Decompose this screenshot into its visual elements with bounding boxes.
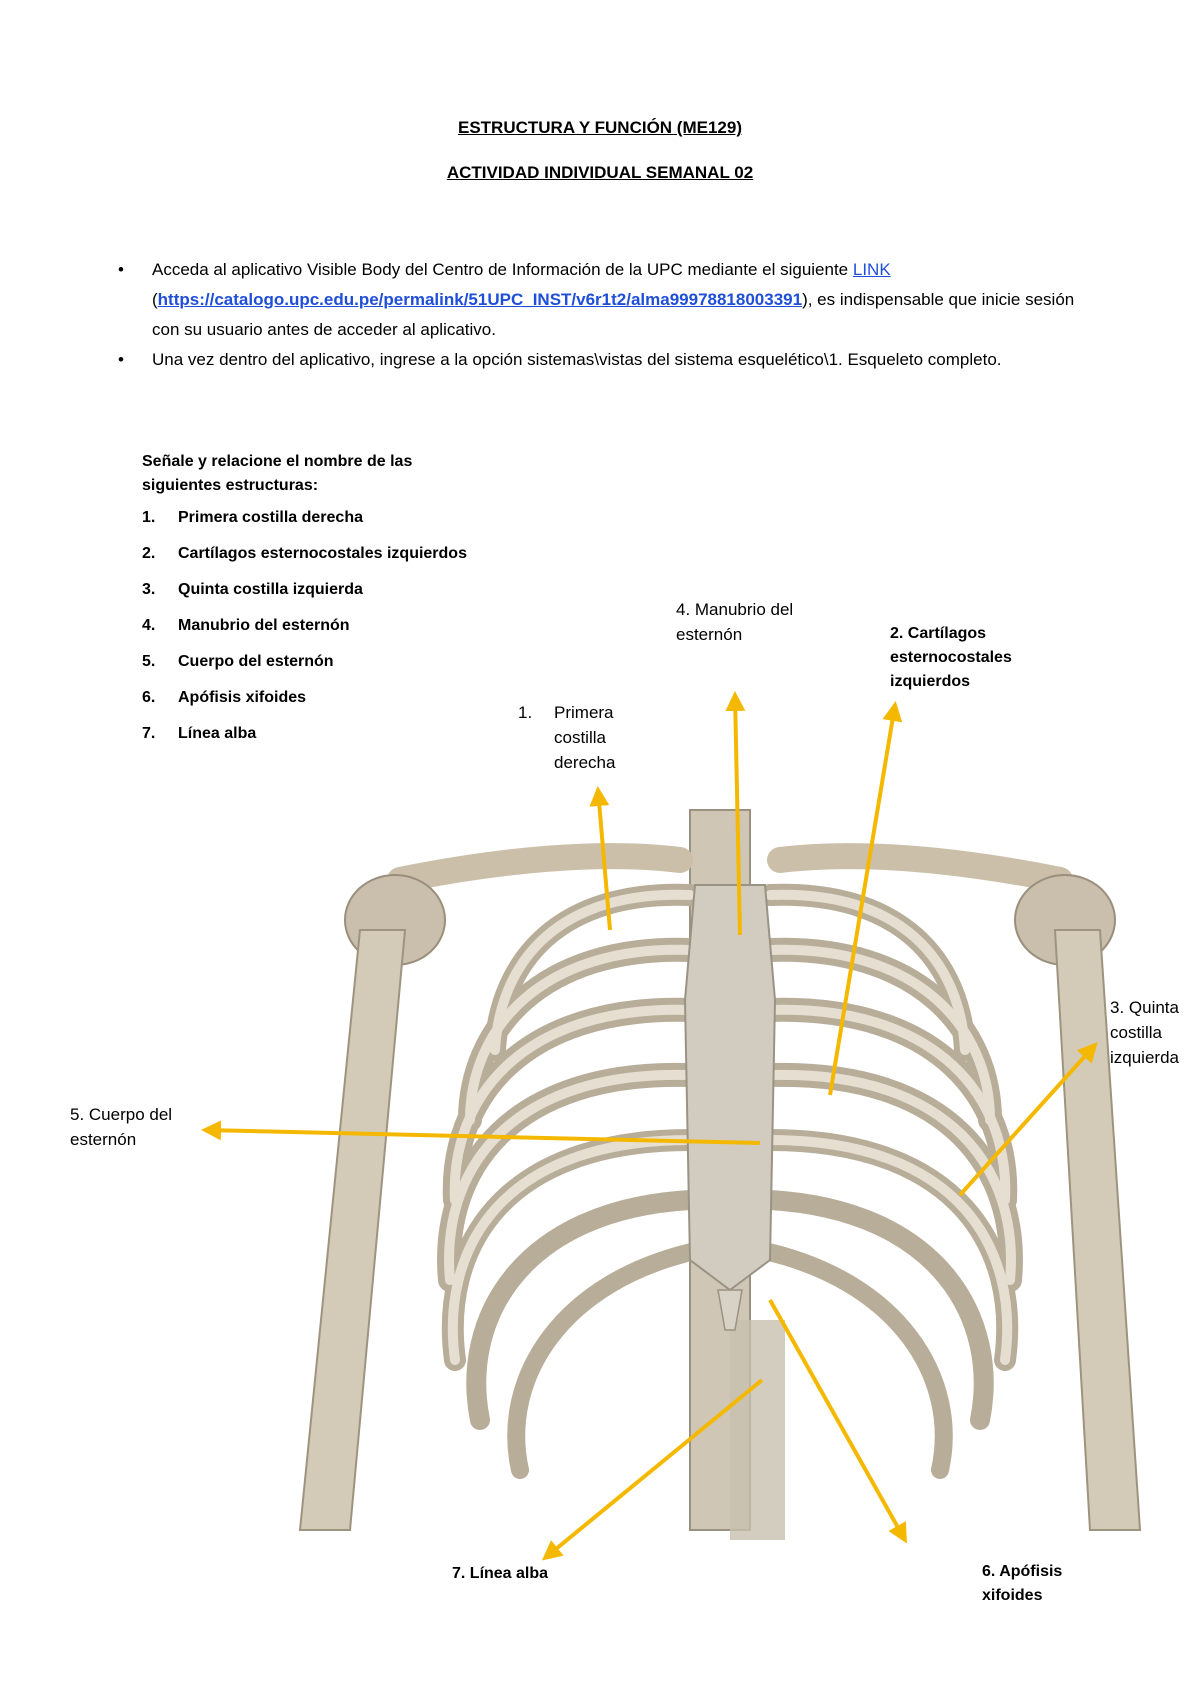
arms (298, 929, 1142, 1531)
link-button[interactable]: LINK (852, 260, 891, 279)
list-item: 4.Manubrio del esternón (142, 617, 350, 634)
instruction-item: • Acceda al aplicativo Visible Body del … (118, 255, 1078, 345)
label-xiphoid: 6. Apófisis xifoides (982, 1563, 1063, 1604)
instruction-text: Una vez dentro del aplicativo, ingrese a… (152, 350, 1002, 369)
instruction-text: Acceda al aplicativo Visible Body del Ce… (152, 260, 853, 279)
arrow-sternum-body (201, 1120, 761, 1145)
instructions-list: • Acceda al aplicativo Visible Body del … (118, 255, 1078, 375)
task-section: Señale y relacione el nombre de las sigu… (142, 450, 472, 758)
instruction-item: • Una vez dentro del aplicativo, ingrese… (118, 345, 1078, 375)
task-intro: Señale y relacione el nombre de las sigu… (142, 453, 413, 494)
activity-title: ACTIVIDAD INDIVIDUAL SEMANAL 02 (446, 163, 754, 182)
arrow-fifth-rib (958, 1042, 1098, 1197)
list-item: 6.Apófisis xifoides (142, 689, 307, 706)
label-fifth-rib: 3. Quinta costilla izquierda (1110, 998, 1179, 1067)
clavicles (387, 843, 1073, 893)
label-linea-alba: 7. Línea alba (452, 1565, 549, 1582)
label-sternum-body: 5. Cuerpo del esternón (70, 1105, 173, 1149)
arrow-costal-cartilage (828, 701, 903, 1096)
label-costal-cartilage: 2. Cartílagos esternocostales izquierdos (890, 625, 1012, 690)
open-paren: ( (152, 290, 158, 309)
list-item: 2.Cartílagos esternocostales izquierdos (142, 545, 467, 562)
instruction-text: ), es indispensable que inicie sesión co… (152, 290, 1075, 339)
bullet-icon: • (118, 260, 124, 279)
list-item: 3.Quinta costilla izquierda (142, 581, 363, 598)
sternum (683, 884, 777, 1331)
bullet-icon: • (118, 350, 124, 369)
list-item: 5.Cuerpo del esternón (142, 653, 334, 670)
label-first-rib: 1.Primera costilla derecha (518, 703, 616, 772)
ribs-highlight (444, 889, 1016, 1365)
structure-list: 1.Primera costilla derecha 2.Cartílagos … (142, 506, 472, 746)
catalog-url-link[interactable]: https://catalogo.upc.edu.pe/permalink/51… (157, 290, 803, 309)
arrow-manubrium (725, 691, 746, 936)
arrow-xiphoid (768, 1299, 907, 1544)
list-item: 1.Primera costilla derecha (142, 509, 363, 526)
annotation-arrows (201, 691, 1098, 1561)
list-item: 7.Línea alba (142, 725, 257, 742)
arrow-first-rib (589, 786, 612, 931)
arrow-linea-alba (541, 1378, 764, 1561)
label-manubrium: 4. Manubrio del esternón (676, 600, 794, 644)
course-title: ESTRUCTURA Y FUNCIÓN (ME129) (458, 118, 742, 137)
